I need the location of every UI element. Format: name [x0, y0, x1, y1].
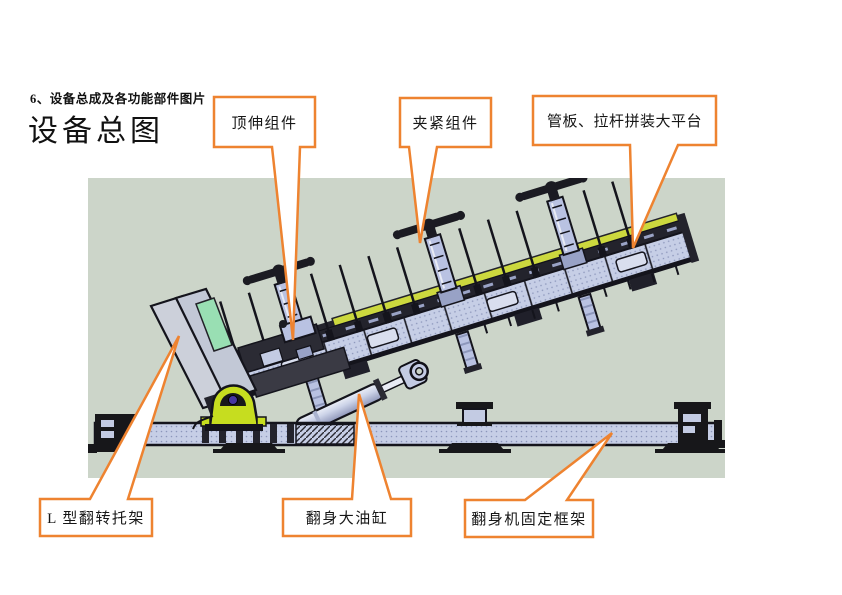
mid-pedestal-post — [462, 408, 487, 425]
hydraulic-cylinder — [295, 359, 429, 439]
callout-label-platform: 管板、拉杆拼装大平台 — [546, 114, 702, 130]
base-beam — [93, 421, 720, 447]
callout-fixed-frame-shape — [463, 432, 614, 539]
deck-end-plate — [676, 212, 700, 263]
beam-hatch-block — [295, 423, 355, 445]
callout-label-fixed-frame: 翻身机固定框架 — [471, 512, 587, 528]
under-bracket — [514, 307, 543, 327]
section-heading: 6、设备总成及各功能部件图片 — [30, 92, 206, 106]
callout-l-bracket-shape — [38, 335, 181, 538]
hose — [192, 415, 214, 430]
callouts — [38, 94, 718, 539]
left-foot-ledge — [88, 448, 97, 453]
pivot-machinery — [237, 315, 352, 398]
callout-label-oil-cylinder: 翻身大油缸 — [305, 511, 389, 527]
callout-platform-shape — [531, 94, 718, 249]
callout-label-top-extension: 顶伸组件 — [231, 115, 298, 132]
callout-label-l-bracket: L 型翻转托架 — [47, 511, 145, 527]
under-bracket — [628, 272, 658, 292]
callout-clamping-shape — [398, 96, 493, 244]
clevis-hole — [414, 367, 424, 376]
pivot-pin — [228, 395, 238, 405]
pivot-flange — [205, 424, 263, 431]
pivot-block — [192, 384, 267, 431]
callout-label-clamping: 夹紧组件 — [412, 116, 479, 132]
machine-drawing — [88, 146, 725, 453]
callout-oil-cylinder-shape — [281, 393, 413, 538]
l-bracket-green-pad — [195, 297, 233, 352]
right-pedestal-cap — [674, 402, 711, 409]
under-ticks — [483, 263, 688, 334]
callout-top-extension-shape — [212, 95, 317, 341]
page-title: 设备总图 — [28, 115, 164, 148]
mid-pedestal-cap — [456, 402, 493, 409]
rod-flange — [372, 378, 388, 401]
under-bracket — [341, 360, 371, 380]
top-extension-jack — [278, 315, 317, 344]
